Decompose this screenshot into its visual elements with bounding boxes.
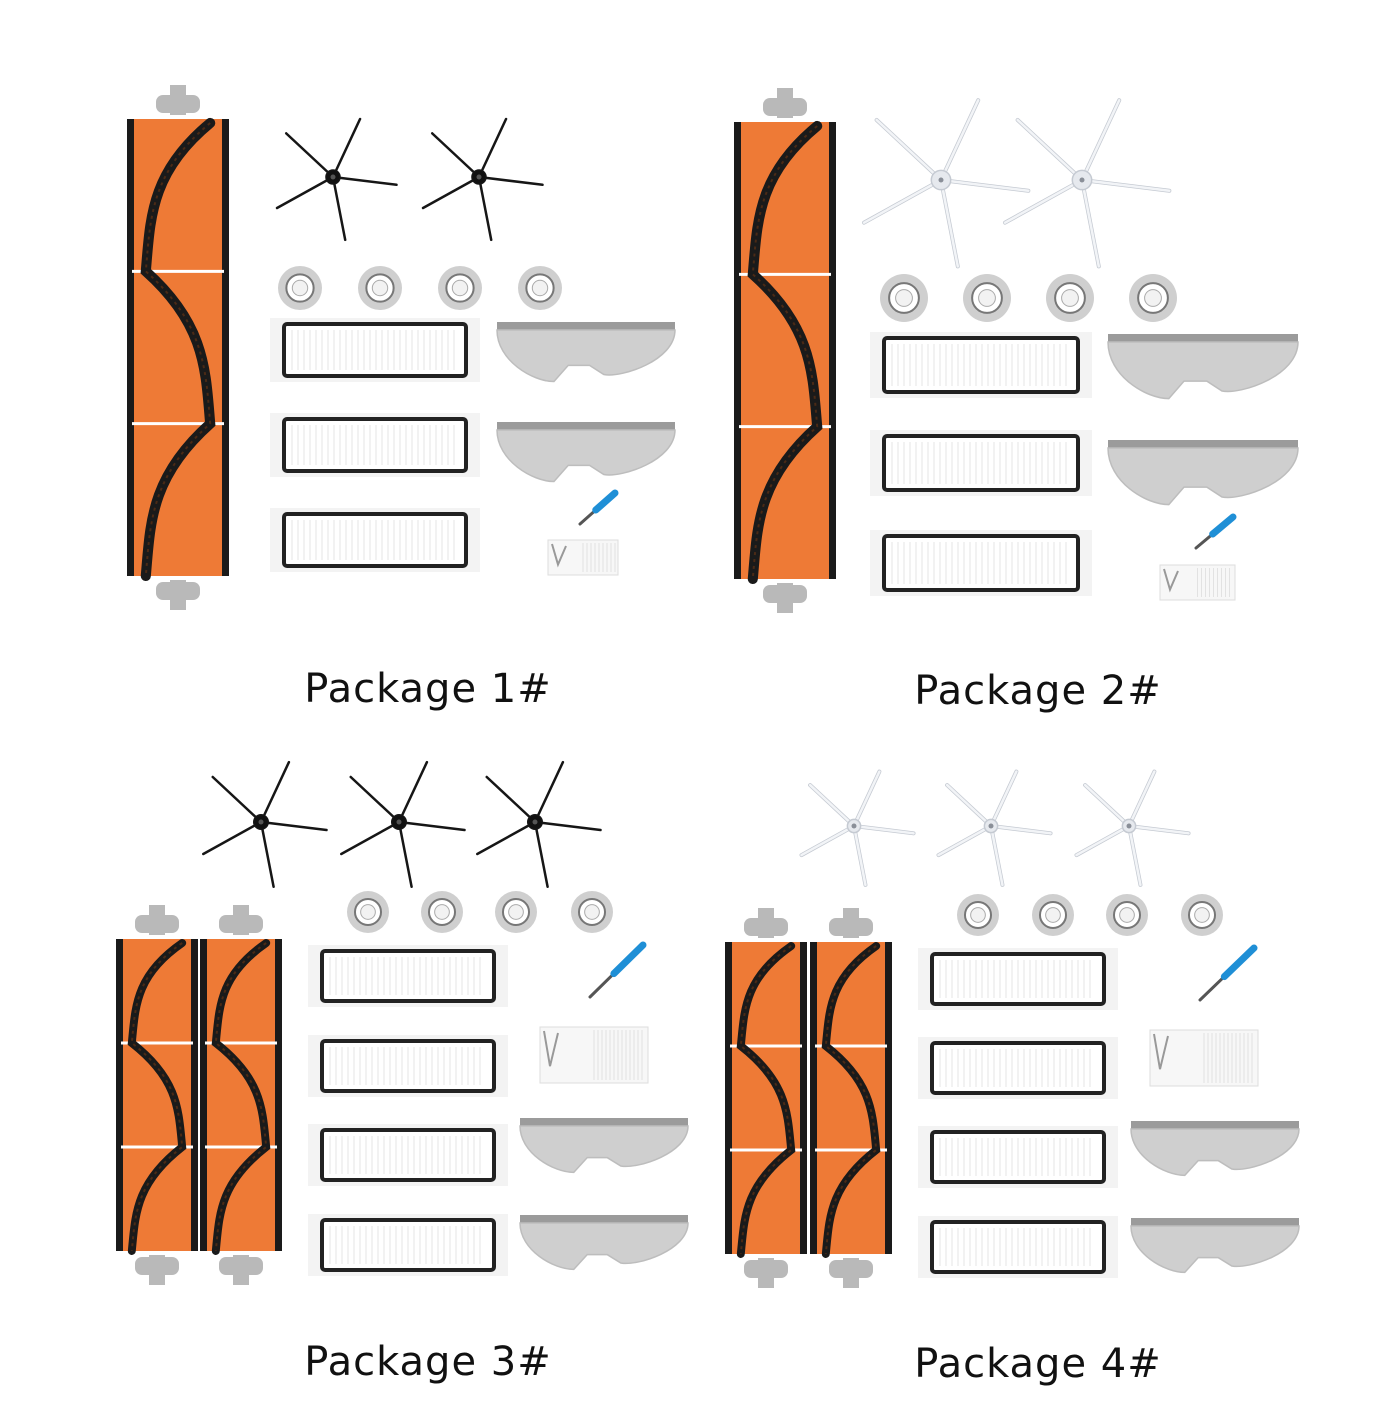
pkg4-screwdriver (1198, 944, 1258, 1002)
pkg2-hepa-filter-2 (870, 430, 1092, 496)
pkg4-hepa-filter-2 (918, 1037, 1118, 1099)
pkg4-hepa-filter-4 (918, 1216, 1118, 1278)
pkg2-bearing-cap-3 (1046, 274, 1094, 322)
pkg2-side-brush-2 (1003, 98, 1172, 269)
pkg3-side-brush-1 (202, 760, 328, 889)
pkg4-main-brush-1 (725, 908, 807, 1288)
pkg4-mop-cloth-2 (1130, 1218, 1300, 1274)
pkg4-side-brush-3 (1074, 769, 1191, 887)
pkg1-screwdriver (578, 489, 619, 526)
pkg2-mop-cloth-1 (1107, 334, 1299, 400)
pkg1-bearing-cap-2 (358, 266, 402, 310)
pkg1-bearing-cap-3 (438, 266, 482, 310)
pkg3-main-brush-2 (200, 905, 282, 1285)
pkg1-hepa-filter-1 (270, 318, 480, 382)
pkg1-main-brush-1 (127, 85, 229, 610)
pkg1-hepa-filter-2 (270, 413, 480, 477)
pkg3-mop-cloth-2 (519, 1215, 689, 1271)
pkg2-side-brush-1 (862, 98, 1031, 269)
pkg1-side-brush-1 (275, 117, 398, 242)
pkg2-mop-cloth-2 (1107, 440, 1299, 506)
pkg3-hepa-filter-1 (308, 945, 508, 1007)
pkg1-mop-cloth-1 (496, 322, 676, 383)
pkg3-bearing-cap-1 (347, 891, 389, 933)
pkg3-bearing-cap-4 (571, 891, 613, 933)
pkg2-hepa-filter-1 (870, 332, 1092, 398)
pkg2-screwdriver (1194, 513, 1237, 550)
pkg3-screwdriver (588, 941, 647, 999)
pkg2-bearing-cap-1 (880, 274, 928, 322)
pkg1-mop-cloth-2 (496, 422, 676, 483)
pkg4-bearing-cap-4 (1181, 894, 1223, 936)
pkg4-bearing-cap-3 (1106, 894, 1148, 936)
pkg4-bearing-cap-1 (957, 894, 999, 936)
pkg3-bearing-cap-2 (421, 891, 463, 933)
pkg3-side-brush-3 (476, 760, 602, 889)
pkg4-bearing-cap-2 (1032, 894, 1074, 936)
pkg4-side-brush-2 (936, 769, 1053, 887)
pkg1-bearing-cap-4 (518, 266, 562, 310)
pkg4-hepa-filter-3 (918, 1126, 1118, 1188)
pkg1-side-brush-2 (421, 117, 544, 242)
pkg1-hepa-filter-3 (270, 508, 480, 572)
pkg4-cleaning-tool (1149, 1029, 1259, 1087)
pkg2-main-brush-1 (734, 88, 836, 613)
pkg1-bearing-cap-1 (278, 266, 322, 310)
pkg3-hepa-filter-4 (308, 1214, 508, 1276)
pkg4-side-brush-1 (799, 769, 916, 887)
pkg4-main-brush-2 (810, 908, 892, 1288)
pkg1-cleaning-tool (547, 539, 619, 576)
pkg3-side-brush-2 (340, 760, 466, 889)
pkg4-hepa-filter-1 (918, 948, 1118, 1010)
pkg2-bearing-cap-2 (963, 274, 1011, 322)
pkg3-main-brush-1 (116, 905, 198, 1285)
package-4-label: Package 4# (914, 1341, 1162, 1387)
pkg3-cleaning-tool (539, 1026, 649, 1084)
pkg4-mop-cloth-1 (1130, 1121, 1300, 1177)
package-1-label: Package 1# (304, 666, 552, 712)
pkg3-bearing-cap-3 (495, 891, 537, 933)
pkg2-cleaning-tool (1159, 564, 1236, 601)
pkg3-hepa-filter-2 (308, 1035, 508, 1097)
pkg3-hepa-filter-3 (308, 1124, 508, 1186)
package-3-label: Package 3# (304, 1339, 552, 1385)
pkg3-mop-cloth-1 (519, 1118, 689, 1174)
pkg2-hepa-filter-3 (870, 530, 1092, 596)
package-2-label: Package 2# (914, 668, 1162, 714)
pkg2-bearing-cap-4 (1129, 274, 1177, 322)
